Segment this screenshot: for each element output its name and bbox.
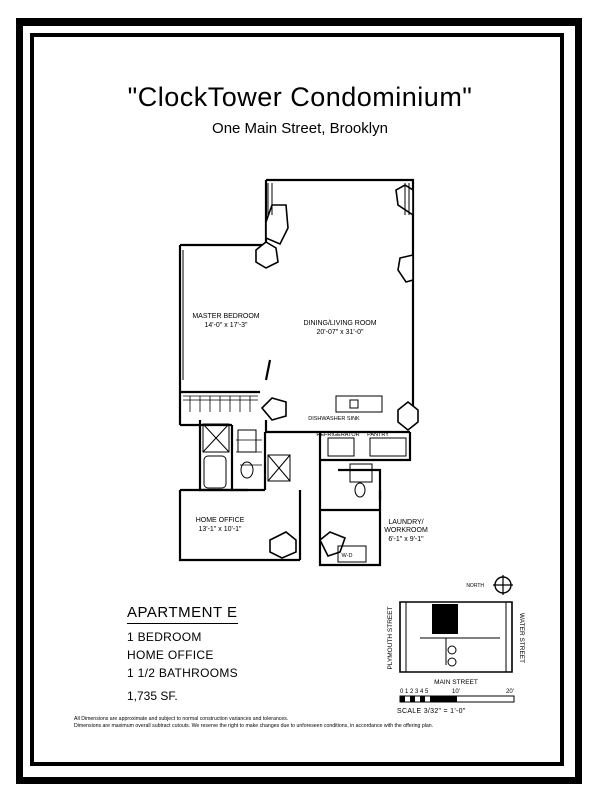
office-wall bbox=[178, 490, 300, 562]
living-room-name: DINING/LIVING ROOM bbox=[303, 320, 376, 327]
apartment-summary: APARTMENT E 1 BEDROOM HOME OFFICE 1 1/2 … bbox=[127, 604, 238, 682]
living-room-dims: 20'-07" x 31'-0" bbox=[317, 329, 364, 336]
apartment-bedrooms: 1 BEDROOM bbox=[127, 630, 202, 644]
disclaimer: All Dimensions are approximate and subje… bbox=[74, 716, 534, 730]
scale-tick-4: 4 bbox=[420, 689, 424, 695]
apartment-bathrooms: 1 1/2 BATHROOMS bbox=[127, 666, 238, 680]
disclaimer-line-1: All Dimensions are approximate and subje… bbox=[74, 716, 289, 722]
pantry-label: PANTRY bbox=[367, 432, 389, 438]
scale-tick-1: 1 bbox=[405, 689, 409, 695]
column-left bbox=[255, 241, 279, 269]
toilet bbox=[240, 461, 254, 479]
shower-stall bbox=[202, 423, 230, 453]
north-label: NORTH bbox=[466, 583, 484, 589]
scale-label: SCALE 3/32" = 1'-0" bbox=[397, 708, 466, 715]
page-subtitle: One Main Street, Brooklyn bbox=[212, 120, 388, 137]
page-title: "ClockTower Condominium" bbox=[127, 82, 473, 112]
apartment-office: HOME OFFICE bbox=[127, 648, 214, 662]
door-office bbox=[269, 531, 297, 559]
laundry-dims: 6'-1" x 9'-1" bbox=[388, 536, 424, 543]
master-bedroom-name: MASTER BEDROOM bbox=[192, 313, 259, 320]
closet-hatch bbox=[183, 395, 262, 466]
water-street-label: WATER STREET bbox=[518, 613, 525, 663]
apartment-title: APARTMENT E bbox=[127, 604, 238, 624]
refrigerator bbox=[327, 437, 355, 457]
closet-door bbox=[267, 454, 291, 482]
home-office-name: HOME OFFICE bbox=[196, 517, 245, 524]
kitchen-island bbox=[335, 395, 383, 413]
door-laundry bbox=[318, 531, 347, 557]
kitchen-wall bbox=[318, 432, 382, 567]
master-bedroom-dims: 14'-0" x 17'-3" bbox=[204, 322, 248, 329]
laundry-name: LAUNDRY/ bbox=[388, 519, 423, 526]
powder-room-toilet bbox=[354, 482, 366, 498]
disclaimer-line-2: Dimensions are maximum overall subtract … bbox=[74, 723, 434, 729]
living-room-wall bbox=[266, 178, 415, 423]
pantry bbox=[369, 437, 407, 457]
scale-tick-3: 3 bbox=[415, 689, 419, 695]
door-bedroom bbox=[260, 397, 287, 421]
bay-window-right bbox=[397, 253, 414, 283]
apartment-area: 1,735 SF. bbox=[127, 689, 178, 703]
column-right bbox=[397, 400, 419, 432]
laundry-name-2: WORKROOM bbox=[384, 527, 428, 534]
main-street-label: MAIN STREET bbox=[434, 679, 478, 686]
scale-bar: 0 1 2 3 4 5 10' 20' bbox=[399, 689, 515, 703]
key-plan-highlight bbox=[432, 604, 458, 634]
vanity bbox=[237, 429, 257, 453]
refrigerator-label: REFRIGERATOR bbox=[316, 432, 359, 438]
powder-room-sink bbox=[349, 463, 373, 483]
washer-dryer bbox=[337, 545, 367, 563]
scale-tick-5: 5 bbox=[425, 689, 429, 695]
scale-tick-10: 10' bbox=[452, 689, 460, 695]
north-arrow bbox=[493, 575, 513, 595]
scale-tick-2: 2 bbox=[410, 689, 414, 695]
home-office-dims: 13'-1" x 10'-1" bbox=[198, 526, 242, 533]
sink bbox=[349, 399, 359, 409]
scale-tick-20: 20' bbox=[506, 689, 514, 695]
inner-border bbox=[30, 33, 564, 766]
plymouth-street-label: PLYMOUTH STREET bbox=[387, 606, 394, 669]
bay-window-left bbox=[265, 204, 289, 246]
scale-tick-0: 0 bbox=[400, 689, 404, 695]
washer-dryer-label: W-D bbox=[342, 553, 353, 559]
bathtub bbox=[203, 455, 227, 489]
dishwasher-sink-label: DISHWASHER SINK bbox=[308, 416, 360, 422]
key-plan: NORTH PLYMOUTH STREET WATER STREET MAIN … bbox=[387, 575, 525, 686]
